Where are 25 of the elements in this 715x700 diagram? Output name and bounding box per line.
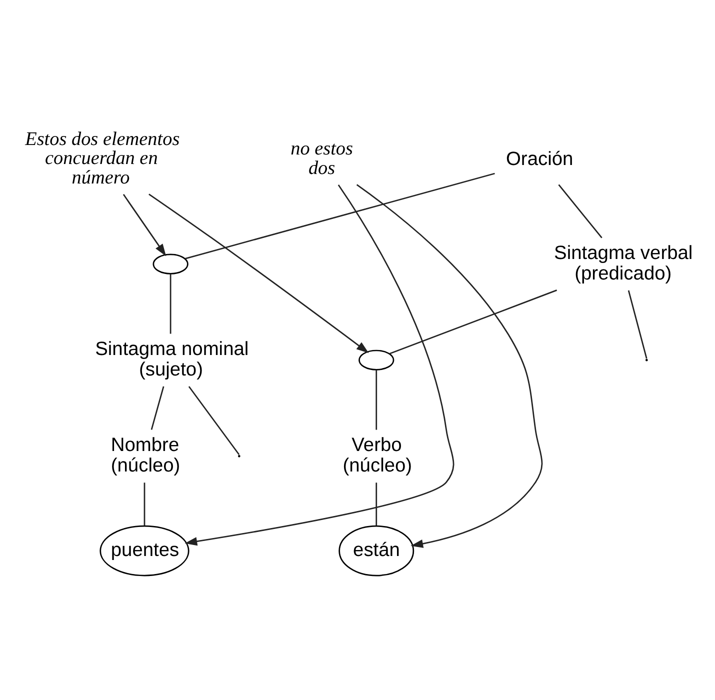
connector [144,482,146,526]
connector [376,482,378,526]
arrow [356,184,543,548]
connector [188,386,240,455]
node-text: no estos dos [290,138,353,178]
arrow [122,194,166,256]
node-circle [358,349,394,370]
arrow [148,193,369,353]
connector [184,172,495,259]
connector [150,386,164,430]
connector [628,290,648,358]
connector [558,184,602,238]
connector [376,370,378,430]
connector [170,274,172,334]
node-text: Sintagma nominal (sujeto) [95,338,249,380]
node-text: Oración [506,148,574,170]
node-text: Nombre (núcleo) [110,434,180,476]
connector [389,289,558,354]
node-text: Verbo (núcleo) [342,434,412,476]
node-ellipse: están [338,524,414,576]
node-ellipse: puentes [100,524,190,576]
node-text: Estos dos elementos concuerdan en número [25,128,180,188]
node-circle [152,253,188,274]
node-text: Sintagma verbal (predicado) [554,242,693,284]
arrow [184,184,454,546]
